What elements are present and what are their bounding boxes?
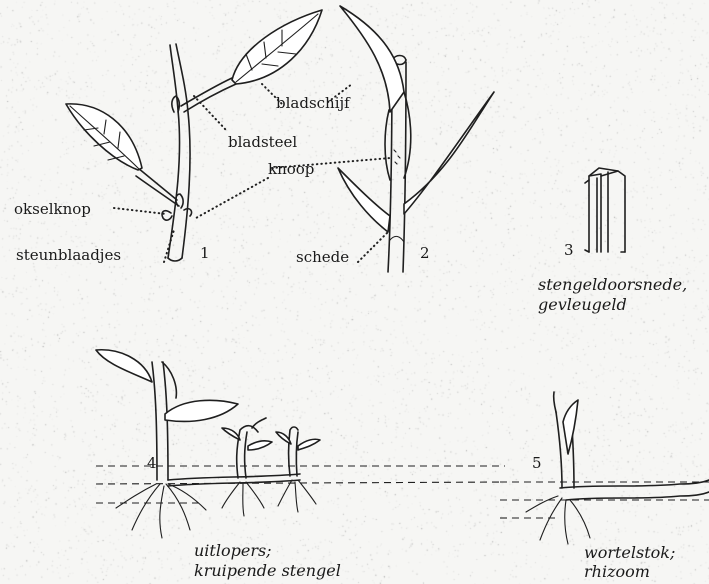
figure-4-runners — [96, 350, 505, 538]
figure-number-2: 2 — [420, 245, 430, 262]
label-okselknop: okselknop — [14, 201, 91, 218]
figure-number-4: 4 — [147, 455, 157, 472]
caption-fig3-line1: stengeldoorsnede, — [538, 276, 687, 294]
figure-number-1: 1 — [200, 245, 210, 262]
caption-fig3-line2: gevleugeld — [538, 296, 627, 314]
label-knoop: knoop — [268, 161, 314, 178]
label-bladschijf: bladschijf — [276, 95, 350, 112]
label-bladsteel: bladsteel — [228, 134, 297, 151]
figure-number-3: 3 — [564, 242, 574, 259]
label-schede: schede — [296, 249, 349, 266]
caption-fig5-line1: wortelstok; — [584, 544, 675, 562]
caption-fig4-line1: uitlopers; — [194, 542, 272, 560]
figure-3-winged-stem — [585, 168, 625, 252]
label-steunblaadjes: steunblaadjes — [16, 247, 121, 264]
caption-fig5-line2: rhizoom — [584, 563, 650, 581]
figure-2-stem-with-sheath — [338, 6, 494, 272]
figure-number-5: 5 — [532, 455, 542, 472]
caption-fig4-line2: kruipende stengel — [194, 562, 341, 580]
upper-leaf — [232, 10, 322, 84]
